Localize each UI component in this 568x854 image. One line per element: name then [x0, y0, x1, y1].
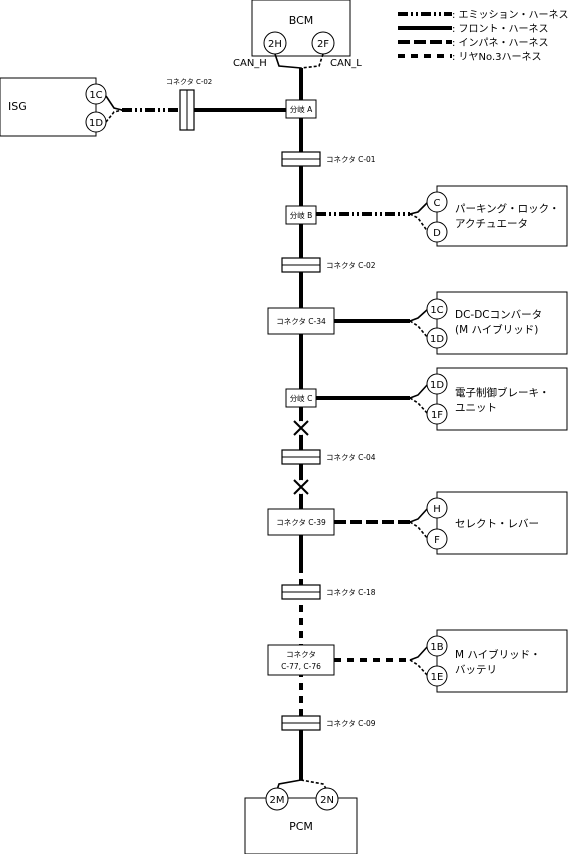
branch-a-label: 分岐 A: [290, 104, 313, 114]
isg-pin-1d-label: 1D: [89, 118, 103, 129]
battery-pin-1b-label: 1B: [430, 642, 443, 653]
pcm-pin-2m-label: 2M: [270, 795, 285, 806]
break-mark-upper: [293, 420, 309, 436]
select-pin-h: [426, 497, 448, 519]
connector-c01-label: コネクタ C-01: [326, 155, 376, 164]
legend-front: : フロント・ハーネス: [452, 23, 549, 35]
brake-pin-1d: [426, 373, 448, 395]
isg-pin-1c-label: 1C: [89, 90, 102, 101]
branch-a-box: [285, 99, 317, 119]
connector-c09-label: コネクタ C-09: [326, 719, 376, 728]
brake-pin-1f: [426, 403, 448, 425]
legend-rear: : リヤNo.3ハーネス: [452, 51, 542, 63]
connector-c34-label: コネクタ C-34: [276, 317, 326, 326]
select-lever-box: [436, 491, 568, 555]
hybrid-battery: 1B 1E M ハイブリッド・ バッテリ: [409, 629, 568, 693]
connector-c01: コネクタ C-01: [281, 151, 376, 167]
dcdc-label-line2: (M ハイブリッド): [455, 323, 538, 336]
break-mark-lower: [293, 479, 309, 495]
connector-c18-label: コネクタ C-18: [326, 588, 376, 597]
isg-box: [0, 77, 97, 137]
bcm-pin-2f-label: 2F: [317, 39, 329, 50]
parking-label-line2: アクチュエータ: [455, 218, 528, 230]
isg-unit: ISG 1C 1D コネクタ C-02: [0, 77, 286, 137]
can-l-label: CAN_L: [330, 58, 362, 69]
brake-pin-1f-label: 1F: [431, 410, 443, 421]
branch-c-box: [285, 388, 317, 408]
pcm-pin-2m: [265, 787, 289, 811]
branch-b-label: 分岐 B: [290, 210, 313, 220]
parking-pin-d-label: D: [433, 228, 441, 239]
dcdc-pin-1d-label: 1D: [430, 334, 444, 345]
dcdc-label-line1: DC-DCコンバータ: [455, 309, 542, 321]
brake-label-line1: 電子制御ブレーキ・: [455, 386, 550, 399]
connector-c34-box: [267, 307, 335, 335]
brake-box: [436, 367, 568, 431]
connector-c09: コネクタ C-09: [281, 715, 376, 731]
parking-pin-d: [426, 221, 448, 243]
branch-b-box: [285, 205, 317, 225]
select-pin-h-label: H: [433, 504, 441, 515]
battery-label-line1: M ハイブリッド・: [455, 648, 541, 661]
connector-c77-label-1: コネクタ: [286, 650, 316, 659]
battery-pin-1e: [426, 665, 448, 687]
connector-c34: コネクタ C-34: [267, 307, 410, 335]
dcdc-pin-1d: [426, 327, 448, 349]
dcdc-pin-1c: [426, 298, 448, 320]
pcm-pin-2n-label: 2N: [320, 795, 334, 806]
legend-inpane: : インパネ・ハーネス: [452, 37, 549, 49]
select-lever: H F セレクト・レバー: [409, 491, 568, 555]
dcdc-box: [436, 291, 568, 355]
branch-a: 分岐 A: [285, 99, 317, 119]
bcm-label: BCM: [289, 14, 314, 27]
battery-pin-1b: [426, 635, 448, 657]
connector-c18: コネクタ C-18: [281, 584, 376, 600]
brake-label-line2: ユニット: [455, 402, 497, 414]
pcm-pin-2n: [315, 787, 339, 811]
connector-c02-label: コネクタ C-02: [326, 261, 376, 270]
parking-lock-box: [436, 185, 568, 247]
parking-pin-c-label: C: [434, 198, 441, 209]
dcdc-pin-1c-label: 1C: [430, 305, 443, 316]
brake-pin-1d-label: 1D: [430, 380, 444, 391]
connector-c02: コネクタ C-02: [281, 257, 376, 273]
parking-pin-c: [426, 191, 448, 213]
select-label: セレクト・レバー: [455, 518, 539, 530]
isg-pin-1c: [85, 83, 107, 105]
connector-c39-box: [267, 508, 335, 536]
dcdc-converter: 1C 1D DC-DCコンバータ (M ハイブリッド): [409, 291, 568, 355]
branch-c: 分岐 C: [285, 388, 410, 408]
parking-label-line1: パーキング・ロック・: [455, 202, 559, 215]
connector-c39-label: コネクタ C-39: [276, 518, 326, 527]
pcm-unit: 2M 2N PCM: [244, 779, 358, 854]
brake-unit: 1D 1F 電子制御ブレーキ・ ユニット: [409, 367, 568, 431]
can-h-label: CAN_H: [233, 58, 267, 69]
connector-c77-label-2: C-77, C-76: [281, 662, 321, 671]
parking-lock-actuator: C D パーキング・ロック・ アクチュエータ: [409, 185, 568, 247]
connector-c02-isg-label: コネクタ C-02: [166, 77, 212, 86]
connector-c39: コネクタ C-39: [267, 508, 410, 536]
connector-c77-c76: コネクタ C-77, C-76: [267, 644, 410, 676]
connector-c04-label: コネクタ C-04: [326, 453, 376, 462]
pcm-label: PCM: [289, 820, 313, 833]
battery-pin-1e-label: 1E: [431, 672, 444, 683]
legend: : エミッション・ハーネス : フロント・ハーネス : インパネ・ハーネス : …: [398, 9, 568, 63]
bcm-unit: BCM 2H 2F CAN_H CAN_L: [233, 0, 362, 69]
branch-b: 分岐 B: [285, 205, 410, 225]
branch-c-label: 分岐 C: [290, 393, 313, 403]
battery-box: [436, 629, 568, 693]
select-pin-f-label: F: [434, 535, 440, 546]
isg-label: ISG: [8, 100, 27, 113]
connector-c77-box: [267, 644, 335, 676]
bcm-pin-2h-label: 2H: [268, 39, 282, 50]
legend-emission: : エミッション・ハーネス: [452, 9, 568, 21]
pcm-box: [244, 797, 358, 854]
connector-c04: コネクタ C-04: [281, 449, 376, 465]
select-pin-f: [426, 528, 448, 550]
battery-label-line2: バッテリ: [455, 664, 497, 676]
